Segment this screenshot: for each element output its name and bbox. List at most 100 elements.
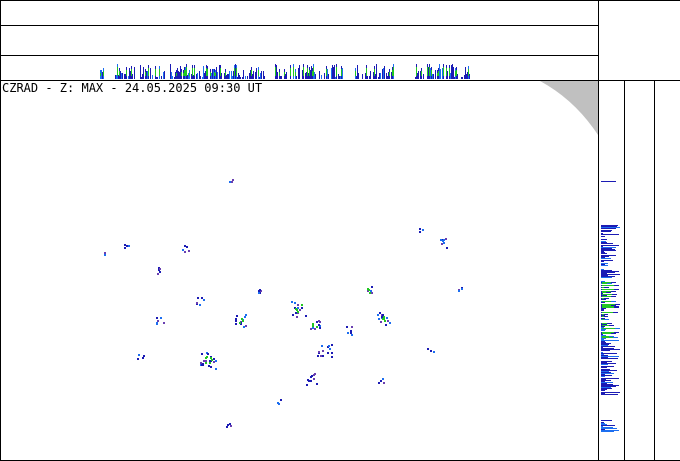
side-profile-bar (601, 253, 607, 254)
echo-cell (280, 399, 282, 401)
side-profile-bar (601, 347, 603, 348)
side-profile-bar (601, 339, 604, 340)
side-profile-bar-high (602, 306, 614, 307)
echo-cell (231, 181, 233, 183)
side-profile-bar-high (602, 337, 613, 338)
side-profile-bar (601, 345, 608, 346)
side-profile-bar (601, 271, 619, 272)
map-right-border (598, 0, 599, 460)
profile-bar (187, 75, 188, 79)
echo-cell (235, 323, 237, 325)
echo-cell (461, 288, 463, 290)
side-profile-bar (601, 315, 605, 316)
side-profile-bar (601, 228, 616, 229)
echo-cell (386, 317, 388, 319)
side-profile-bar (601, 342, 606, 343)
profile-bar (239, 75, 240, 79)
side-profile-bar (601, 242, 607, 243)
echo-cell (213, 361, 215, 363)
side-profile-bar (601, 373, 614, 374)
side-profile-bar-high (602, 307, 614, 308)
side-profile-bar (601, 382, 613, 383)
echo-cell (245, 325, 247, 327)
profile-bar-high (181, 72, 182, 76)
side-profile-bar (601, 181, 616, 182)
side-profile-bar (601, 356, 619, 357)
profile-bar-high (192, 68, 193, 76)
side-profile-bar (601, 248, 612, 249)
side-profile-bar-high (602, 304, 615, 305)
side-profile-bar (601, 310, 604, 311)
echo-cell (205, 360, 207, 362)
echo-cell (235, 320, 237, 322)
echo-cell (184, 245, 186, 247)
profile-bar (338, 74, 339, 79)
side-profile-bar (601, 393, 605, 394)
side-profile-bar (601, 355, 608, 356)
echo-cell (389, 322, 391, 324)
profile-bar (170, 64, 171, 79)
echo-cell (143, 355, 145, 357)
profile-bar-high (392, 70, 393, 76)
echo-core (239, 322, 241, 324)
profile-bar-high (455, 71, 456, 76)
profile-bar (188, 73, 189, 79)
profile-bar (233, 71, 234, 79)
profile-bar (378, 77, 379, 79)
side-profile-bar (601, 225, 618, 226)
side-profile-bar (601, 378, 619, 379)
profile-bar (308, 73, 309, 79)
side-profile-bar (601, 390, 605, 391)
echo-cell (310, 380, 312, 382)
echo-cell (370, 290, 372, 292)
side-profile-bar-high (602, 333, 611, 334)
profile-bar (134, 67, 135, 79)
profile-bar-high (290, 68, 291, 76)
profile-bar (263, 71, 264, 79)
profile-bar (321, 75, 322, 79)
profile-bar-high (194, 68, 195, 76)
profile-bar (286, 72, 287, 79)
profile-bar-high (234, 68, 235, 76)
profile-bar-high (155, 69, 156, 76)
profile-bar-high (119, 71, 120, 76)
side-profile-bar (601, 363, 616, 364)
side-profile-bar (601, 371, 609, 372)
profile-bar (332, 65, 333, 79)
profile-bar (174, 77, 175, 79)
profile-bar (384, 66, 385, 79)
profile-bar (331, 68, 332, 79)
profile-bar (420, 71, 421, 79)
echo-cell (126, 245, 128, 247)
side-profile-bar (601, 422, 604, 423)
profile-bar-high (184, 70, 185, 76)
echo-cell (383, 382, 385, 384)
echo-cell (163, 322, 165, 324)
profile-bar (261, 71, 262, 79)
echo-core (312, 323, 314, 325)
profile-bar (328, 74, 329, 79)
profile-bar (462, 77, 463, 79)
profile-bar (299, 65, 300, 79)
map-title: CZRAD - Z: MAX - 24.05.2025 09:30 UT (2, 81, 263, 95)
profile-bar (146, 71, 147, 79)
side-profile-bar (601, 343, 611, 344)
profile-bar (432, 74, 433, 79)
profile-bar (231, 71, 232, 79)
profile-bar (227, 74, 228, 79)
profile-bar (453, 67, 454, 79)
profile-bar (296, 76, 297, 79)
echo-cell (316, 321, 318, 323)
profile-bar-high (279, 72, 280, 76)
echo-cell (351, 326, 353, 328)
echo-cell (445, 238, 447, 240)
side-profile-bar (601, 309, 604, 310)
echo-core (211, 359, 213, 361)
side-profile-bar (601, 287, 609, 288)
profile-bar (143, 67, 144, 79)
side-profile-bar (601, 245, 619, 246)
side-profile-bar (601, 376, 605, 377)
profile-bar (319, 71, 320, 79)
echo-cell (182, 249, 184, 251)
profile-bar (116, 75, 117, 79)
